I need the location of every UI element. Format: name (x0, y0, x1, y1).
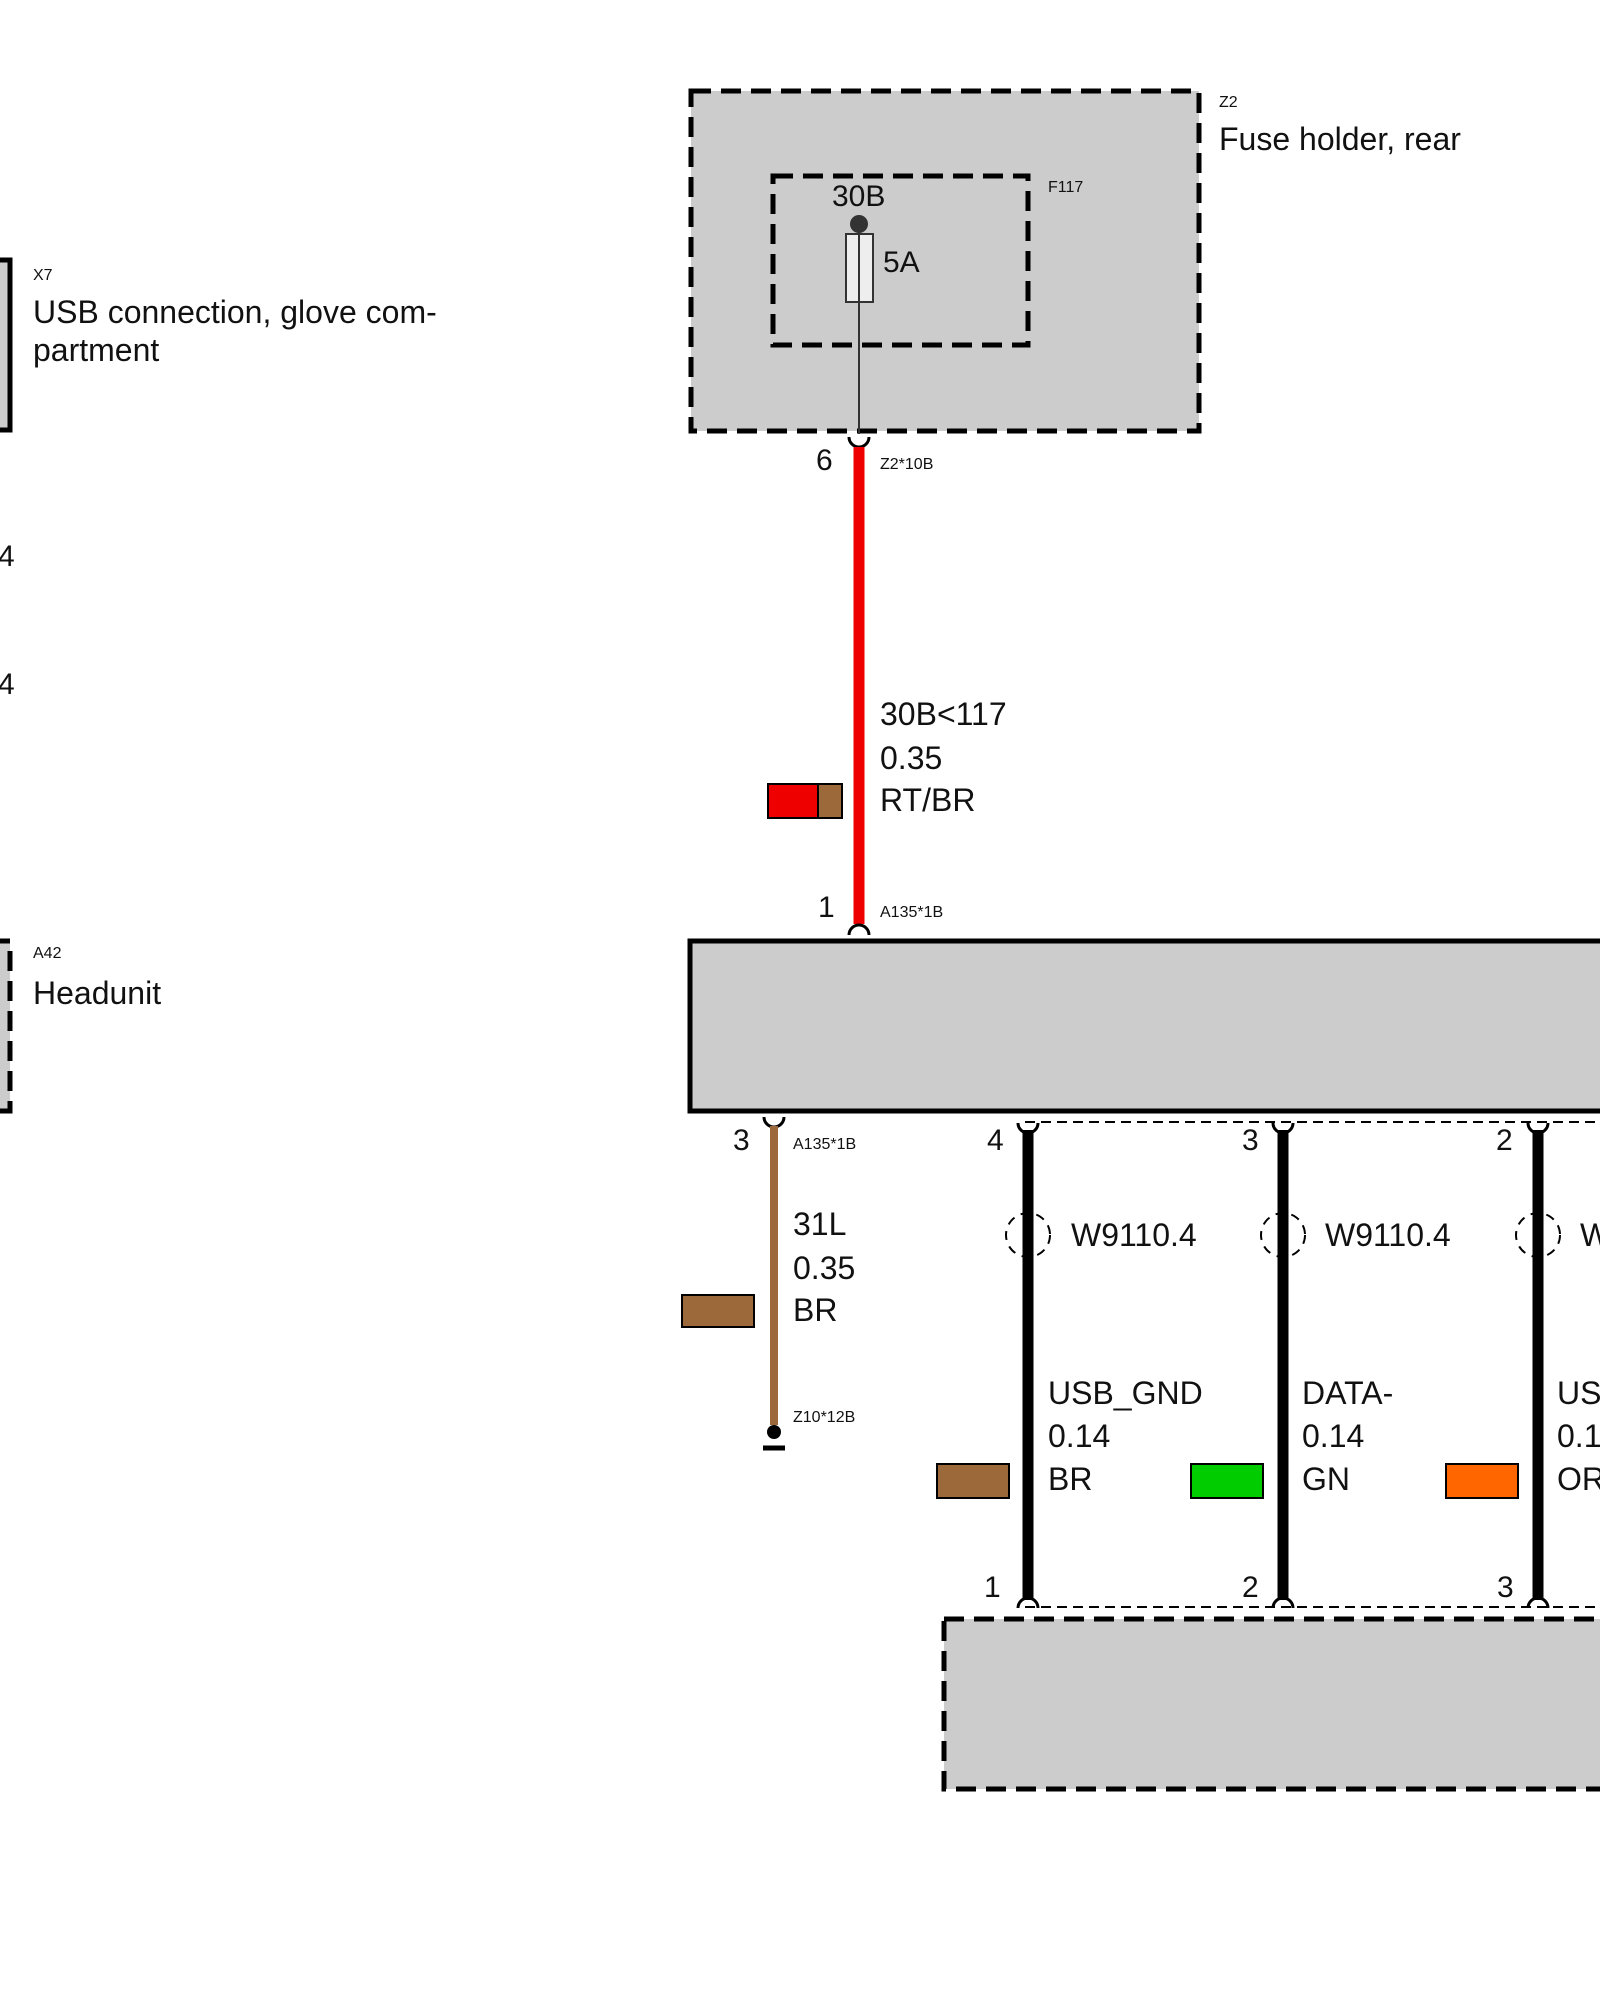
wire-supply[interactable]: 30B<117 0.35 RT/BR (767, 447, 1007, 924)
wire-usb-1-signal: USB_GND (1048, 1375, 1203, 1411)
wire-usb-2-gauge: 0.14 (1302, 1418, 1364, 1454)
wire-supply-color-swatch-2 (817, 783, 843, 819)
wire-usb-3-color-code: OR (1557, 1461, 1600, 1497)
fuse-f117-code: F117 (1048, 179, 1083, 196)
wire-usb-1-bottom-pin: 1 (984, 1571, 1001, 1604)
wire-ground-gauge: 0.35 (793, 1250, 855, 1286)
wire-supply-color-code: RT/BR (880, 782, 975, 818)
wire-usb-2-bottom-pin: 2 (1242, 1571, 1259, 1604)
fuse-holder-name: Fuse holder, rear (1219, 121, 1461, 157)
fuse-holder-box (688, 88, 1202, 434)
pin-headunit-ground-connector: A135*1B (793, 1136, 856, 1153)
usb-connection-bottom-box[interactable] (941, 1616, 1600, 1792)
fuse-f117-box (770, 173, 1031, 348)
wire-usb-1-shield: W9110.4 (1071, 1217, 1197, 1253)
wire-usb-3-gauge: 0.1 (1557, 1418, 1600, 1454)
pin-z2-out-connector-icon (847, 436, 871, 449)
side-pin-upper: 4 (0, 540, 15, 573)
wire-usb-1-color-code: BR (1048, 1461, 1092, 1497)
usb-connection-box (0, 257, 13, 433)
wire-usb-1-color-swatch (936, 1463, 1010, 1499)
wire-usb-1[interactable]: 4 W9110.4 USB_GND 0.14 BR 1 (936, 1122, 1203, 1609)
wire-usb-3-bottom-pin: 3 (1497, 1571, 1514, 1604)
wire-ground[interactable]: 31L 0.35 BR (681, 1126, 855, 1425)
ground-point-connector: Z10*12B (793, 1409, 855, 1426)
headunit-a42-code: A42 (33, 945, 62, 962)
wire-usb-1-top-pin: 4 (987, 1124, 1004, 1157)
pin-headunit-ground-number: 3 (733, 1124, 750, 1157)
wire-usb-2-color-swatch (1190, 1463, 1264, 1499)
wire-usb-3-signal: US (1557, 1375, 1600, 1411)
pin-headunit-ground-connector-icon (762, 1116, 786, 1129)
fuse-f117[interactable]: F117 30B 5A (770, 173, 1083, 434)
wire-ground-color-code: BR (793, 1292, 837, 1328)
wire-usb-1-gauge: 0.14 (1048, 1418, 1110, 1454)
wire-ground-signal: 31L (793, 1206, 846, 1242)
wire-usb-1-shield-icon (1005, 1212, 1051, 1258)
wire-usb-2-shield: W9110.4 (1325, 1217, 1451, 1253)
wire-usb-3[interactable]: 2 W US 0.1 OR 3 (1445, 1122, 1600, 1609)
pin-headunit-ground[interactable]: 3 A135*1B (733, 1116, 856, 1157)
wire-usb-2[interactable]: 3 W9110.4 DATA- 0.14 GN 2 (1190, 1122, 1451, 1609)
wire-usb-2-signal: DATA- (1302, 1375, 1393, 1411)
wire-supply-gauge: 0.35 (880, 740, 942, 776)
wire-supply-color-swatch-1 (767, 783, 819, 819)
wire-usb-3-shield-icon (1515, 1212, 1561, 1258)
fuse-rating: 5A (883, 246, 920, 279)
pin-z2-out-connector: Z2*10B (880, 456, 933, 473)
usb-connection-name-line2: partment (33, 332, 159, 368)
usb-connection-code: X7 (33, 267, 53, 284)
wire-ground-color-swatch (681, 1294, 755, 1328)
wire-supply-signal: 30B<117 (880, 696, 1007, 732)
ground-point[interactable]: Z10*12B (763, 1409, 855, 1451)
headunit-a42[interactable]: A42 Headunit (0, 938, 161, 1114)
wire-usb-3-top-pin: 2 (1496, 1124, 1513, 1157)
pin-z2-out[interactable]: 6 Z2*10B (816, 436, 933, 477)
fuse-terminal-label: 30B (832, 180, 885, 213)
wire-usb-3-color-swatch (1445, 1463, 1519, 1499)
wire-usb-3-shield: W (1580, 1217, 1600, 1253)
ground-point-dot (767, 1425, 781, 1439)
pin-headunit-in-number: 1 (818, 891, 835, 924)
pin-z2-out-number: 6 (816, 444, 833, 477)
wire-usb-2-bottom-connector-icon (1271, 1596, 1295, 1609)
wire-usb-2-top-pin: 3 (1242, 1124, 1259, 1157)
headunit-a42-box (0, 938, 13, 1114)
headunit-a42-name: Headunit (33, 975, 161, 1011)
headunit-box[interactable] (687, 938, 1600, 1114)
fuse-holder-code: Z2 (1219, 94, 1238, 111)
usb-connection-glove-compartment[interactable]: X7 USB connection, glove com- partment (0, 257, 437, 433)
wire-usb-1-bottom-connector-icon (1016, 1596, 1040, 1609)
pin-headunit-in-connector-icon (847, 923, 871, 936)
pin-headunit-in[interactable]: 1 A135*1B (818, 891, 943, 936)
wire-usb-3-bottom-connector-icon (1526, 1596, 1550, 1609)
pin-headunit-in-connector: A135*1B (880, 904, 943, 921)
side-pin-lower: 4 (0, 668, 15, 701)
usb-connection-name-line1: USB connection, glove com- (33, 294, 437, 330)
wire-usb-2-color-code: GN (1302, 1461, 1350, 1497)
fuse-holder-rear[interactable]: Z2 Fuse holder, rear (688, 88, 1461, 434)
wire-usb-2-shield-icon (1260, 1212, 1306, 1258)
